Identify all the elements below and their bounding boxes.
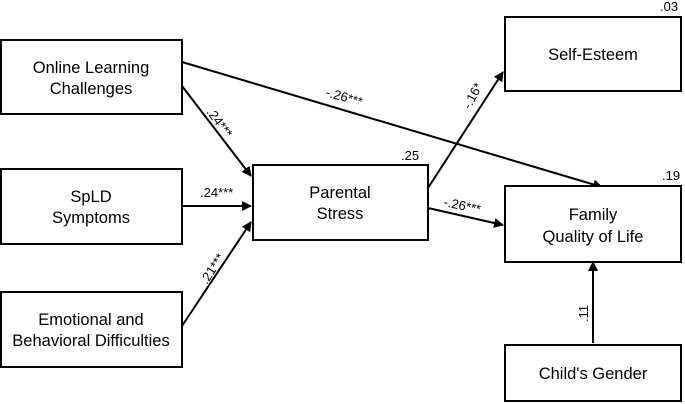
node-stress-line1: Parental [309, 184, 370, 202]
node-selfesteem-r2: .03 [660, 0, 678, 14]
node-online-box [0, 39, 183, 115]
node-family-box [504, 185, 682, 263]
coef-online-to-stress: .24*** [204, 105, 236, 141]
coef-gender-to-family: .11 [576, 305, 591, 322]
edge-stress-to-family [427, 207, 504, 228]
node-gender-box [504, 344, 682, 402]
node-emotional-box [0, 291, 183, 368]
coef-spld-to-stress: .24*** [200, 185, 233, 200]
node-gender-label: Child's Gender [539, 365, 648, 383]
node-emotional-line2: Behavioral Difficulties [12, 332, 169, 350]
node-selfesteem-label: Self-Esteem [548, 46, 638, 64]
node-stress-r2: .25 [401, 148, 419, 163]
edge-emotional-to-stress [181, 221, 252, 327]
node-emotional-line1: Emotional and [38, 311, 144, 329]
node-stress-box [252, 164, 429, 241]
node-family-line1: Family [569, 206, 618, 224]
node-spld-line1: SpLD [70, 188, 111, 206]
edge-online-to-family [181, 61, 603, 190]
edge-online-to-stress [181, 85, 252, 177]
node-online-line2: Challenges [50, 80, 133, 98]
node-family-r2: .19 [662, 168, 680, 183]
node-family-line2: Quality of Life [543, 228, 644, 246]
node-selfesteem-box [504, 16, 682, 92]
edge-stress-to-selfesteem [427, 71, 504, 189]
node-spld-line2: Symptoms [52, 209, 130, 227]
coef-emotional-to-stress: .21*** [197, 251, 228, 287]
node-stress-line2: Stress [317, 205, 364, 223]
node-online-line1: Online Learning [33, 59, 150, 77]
node-spld-box [0, 168, 183, 245]
